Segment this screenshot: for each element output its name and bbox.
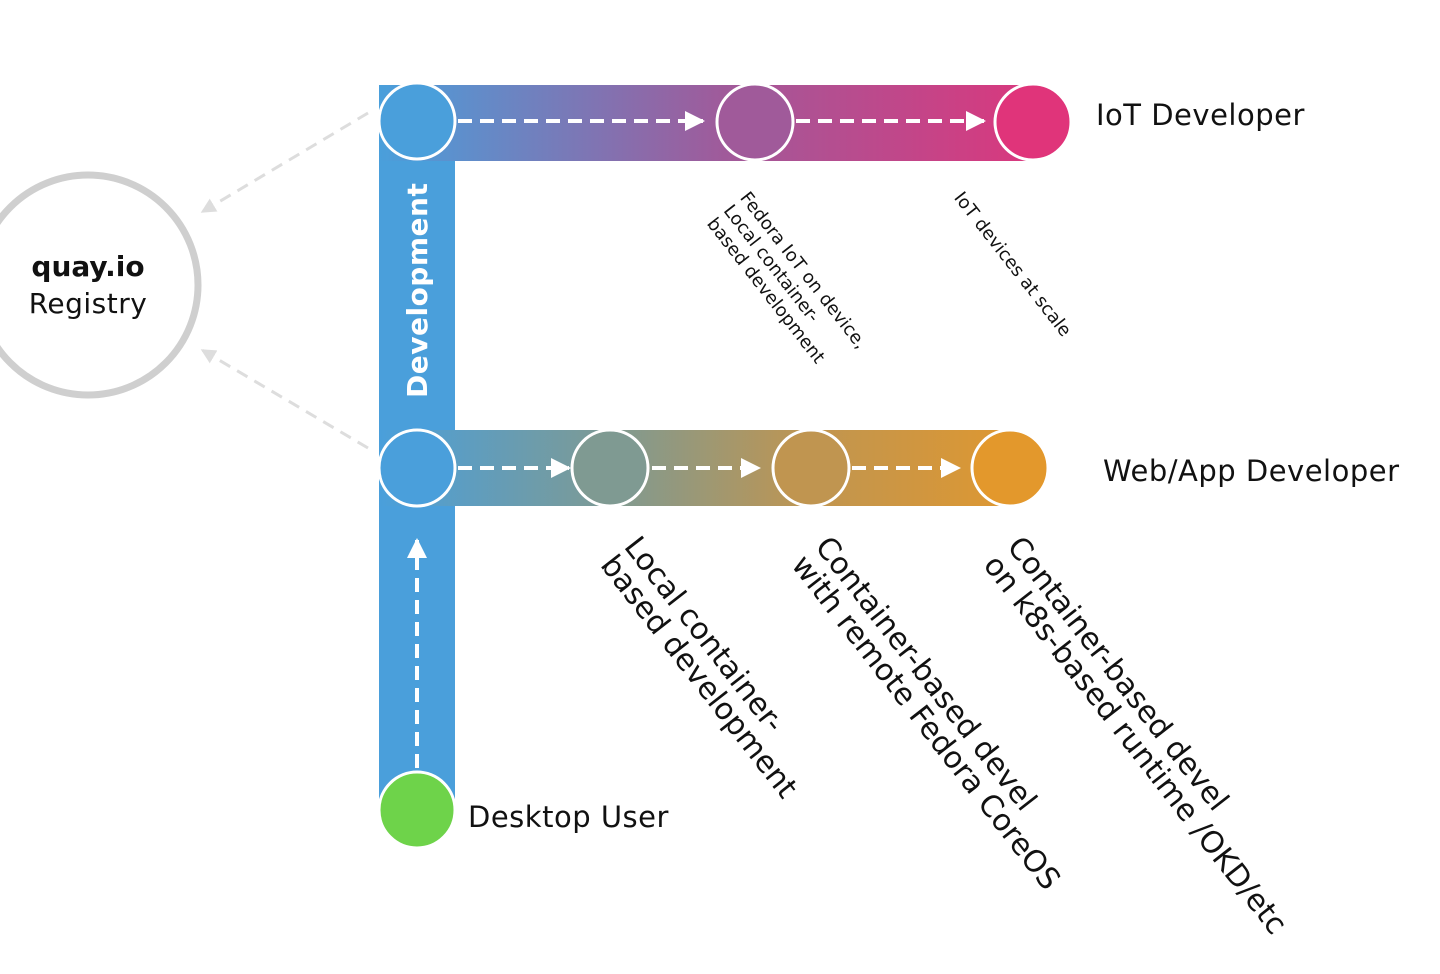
- iot-node-start: [377, 81, 457, 161]
- iot-node-devices-at-scale: [993, 82, 1073, 162]
- web-node-coreos: [771, 428, 851, 508]
- development-label: Development: [401, 182, 434, 398]
- registry-ring: [0, 171, 202, 399]
- web-node-start: [377, 428, 457, 508]
- web-node-local: [570, 428, 650, 508]
- web-node-k8s: [970, 428, 1050, 508]
- iot-node-fedora-iot: [715, 82, 795, 162]
- role-desktop-user: Desktop User: [468, 800, 669, 834]
- desktop-node: [377, 770, 457, 850]
- registry-link-bottom: [200, 348, 369, 450]
- role-web-developer: Web/App Developer: [1103, 454, 1400, 488]
- registry-name: quay.io: [31, 250, 145, 283]
- role-iot-developer: IoT Developer: [1096, 98, 1305, 132]
- registry-subtitle: Registry: [28, 287, 148, 320]
- web-track: [380, 430, 1046, 506]
- registry-link-top: [200, 111, 369, 214]
